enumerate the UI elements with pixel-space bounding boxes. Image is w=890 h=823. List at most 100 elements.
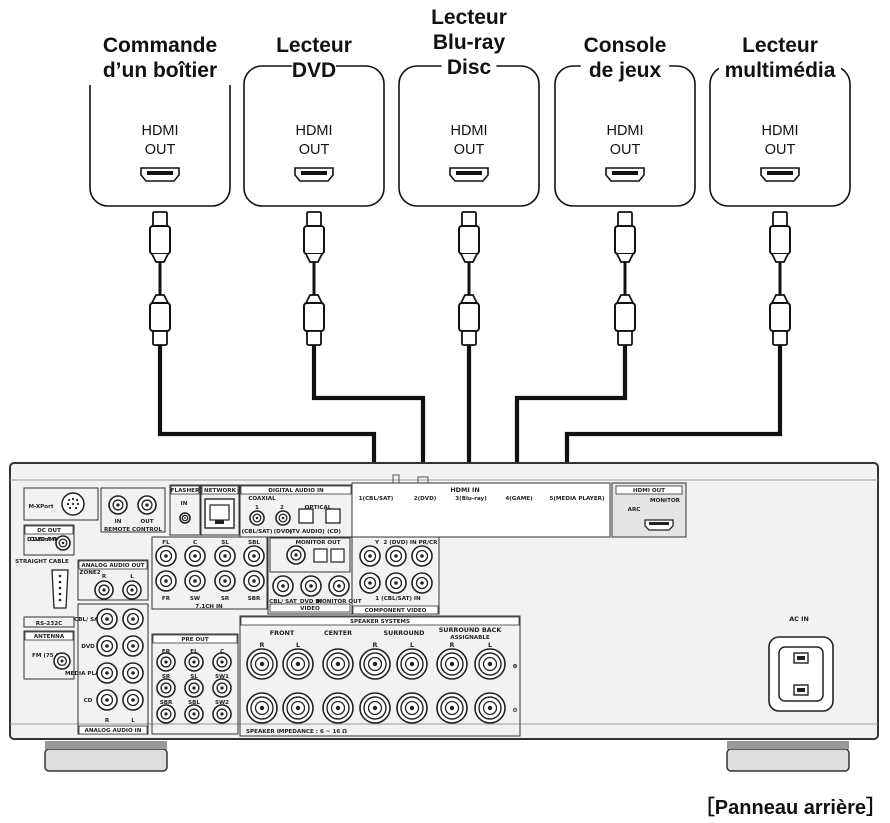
panel-label: SW (190, 596, 200, 602)
device-label: de jeux (589, 59, 662, 82)
panel-label: PR/CR (419, 540, 439, 546)
cable-route (311, 345, 426, 505)
antenna-section (23, 630, 75, 680)
panel-label: L (488, 641, 492, 649)
panel-label: DVD (81, 644, 95, 650)
rca-jack (96, 608, 118, 630)
m-xport-pin (67, 498, 71, 502)
rca-jack (122, 580, 142, 600)
hdmi-plug (769, 294, 791, 346)
ethernet-latch (215, 520, 224, 524)
rca-jack (411, 545, 433, 567)
panel-label: R (105, 718, 110, 724)
jack-pin (394, 554, 398, 558)
plug-boot (460, 253, 478, 263)
hdmi-plug (303, 211, 325, 263)
label-backing (580, 59, 670, 85)
device-label: d’un boîtier (103, 59, 217, 82)
rca-jack (385, 572, 407, 594)
ethernet-socket (209, 504, 230, 521)
plug-body (614, 302, 636, 332)
speaker-terminal (322, 648, 354, 680)
hdmi-in-section (351, 482, 611, 538)
jack-pin (368, 554, 372, 558)
rca-jack (108, 495, 128, 515)
terminal-hole (487, 661, 493, 667)
jack-pin (255, 516, 259, 520)
panel-label: SPEAKER SYSTEMS (350, 619, 410, 625)
device-port-label: OUT (454, 142, 485, 158)
hdmi-port-pins (767, 171, 793, 175)
panel-label: FR (162, 649, 171, 655)
rear-panel-caption: ［Panneau arrière］ (695, 795, 886, 819)
jack-pin (420, 554, 424, 558)
panel-label: R (102, 574, 107, 580)
network-section (200, 484, 240, 536)
panel-label: COMPONENT VIDEO (365, 608, 427, 614)
panel-label: ANALOG AUDIO IN (85, 728, 142, 734)
device-label: Lecteur (276, 34, 352, 57)
rca-jack (53, 652, 71, 670)
speaker-terminal (246, 692, 278, 724)
jack-pin (337, 584, 341, 588)
device-port-label: OUT (145, 142, 176, 158)
panel-label: SW2 (215, 700, 229, 706)
device-label: Lecteur (742, 34, 818, 57)
jack-pin (164, 686, 168, 690)
terminal-hole (409, 661, 415, 667)
plug-body (149, 302, 171, 332)
speaker-terminal (396, 692, 428, 724)
terminal-hole (295, 661, 301, 667)
panel-label: ARC (628, 507, 641, 513)
pre-out-section (151, 633, 239, 735)
rca-jack (94, 580, 114, 600)
panel-label: ⊕ (512, 662, 517, 670)
rca-jack (96, 689, 118, 711)
rca-jack (272, 575, 294, 597)
device-label: DVD (292, 59, 336, 82)
jack-pin (252, 579, 256, 583)
jack-pin (420, 581, 424, 585)
hdmi-port-pins (147, 171, 173, 175)
device-label: Console (584, 34, 667, 57)
plug-body (303, 302, 325, 332)
speaker-terminal (474, 648, 506, 680)
section-title-bar (170, 485, 200, 495)
speaker-terminal (282, 648, 314, 680)
panel-label: C (193, 540, 197, 546)
rs232c-section (23, 616, 75, 628)
rca-jack (184, 570, 206, 592)
panel-label: FR (162, 596, 171, 602)
jack-pin (116, 503, 120, 507)
panel-label: OUT (140, 519, 153, 525)
jack-pin (252, 554, 256, 558)
panel-label: (TV AUDIO) (289, 529, 325, 535)
device-port-label: OUT (610, 142, 641, 158)
section-title-bar (240, 616, 520, 626)
device-port-label: HDMI (606, 123, 643, 139)
jack-pin (192, 686, 196, 690)
rca-jack (155, 570, 177, 592)
jack-pin (220, 686, 224, 690)
jack-pin (193, 554, 197, 558)
panel-label: IN (115, 519, 122, 525)
plug-body (149, 225, 171, 255)
rs232c-pin (58, 580, 62, 584)
section-title-bar (201, 485, 239, 495)
panel-label: R (373, 641, 378, 649)
hdmi-in-label: 2(DVD) (414, 496, 437, 502)
rca-jack (385, 545, 407, 567)
rca-jack (243, 545, 265, 567)
panel-label: SL (190, 674, 198, 680)
panel-label: IN (181, 501, 188, 507)
jack-pin (105, 698, 109, 702)
jack-pin (223, 579, 227, 583)
panel-label: SR (162, 674, 171, 680)
rca-jack (96, 635, 118, 657)
jack-pin (164, 579, 168, 583)
terminal-hole (487, 705, 493, 711)
